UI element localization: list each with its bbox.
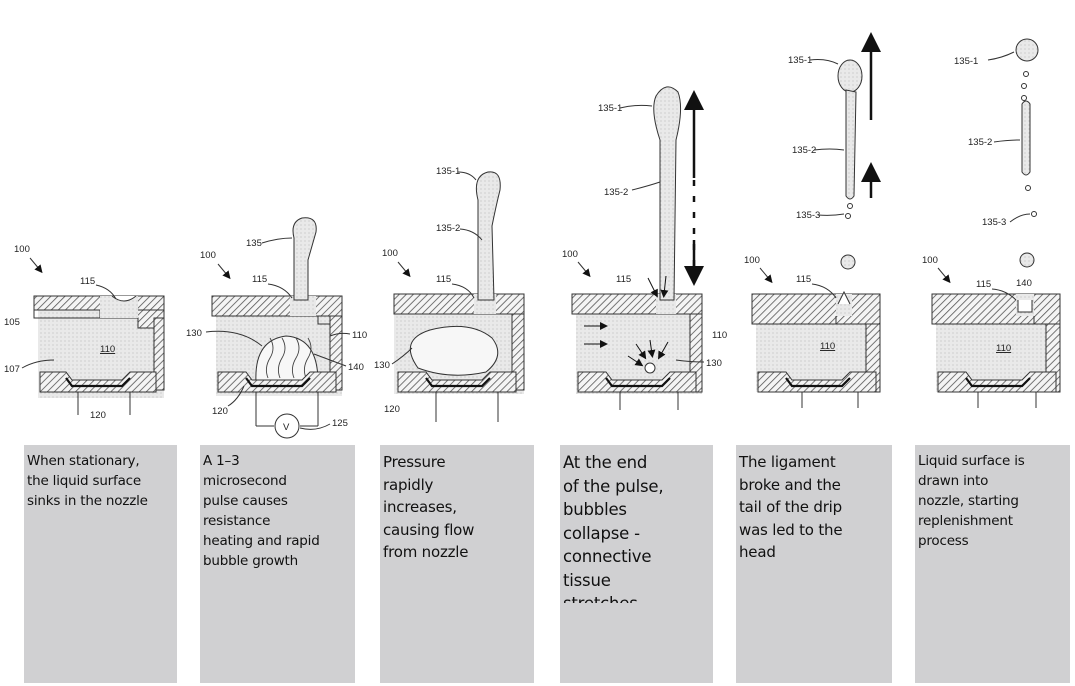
label-chamber: 110 — [996, 343, 1011, 354]
label-satellite: 135-3 — [982, 217, 1006, 228]
label-bubble: 130 — [186, 328, 202, 339]
label-head: 135-1 — [436, 166, 460, 177]
inkjet-droplet-formation-diagram: 100 115 105 107 110 120 V 100 135 115 13… — [4, 32, 1061, 439]
label-wall: 105 — [4, 317, 20, 328]
label-tail: 135-2 — [792, 145, 816, 156]
label-heater: 120 — [384, 404, 400, 415]
label-heater: 120 — [90, 410, 106, 421]
label-tail: 135-2 — [968, 137, 992, 148]
caption-box-4: At the end of the pulse, bubbles collaps… — [560, 445, 713, 683]
label-bubble: 130 — [374, 360, 390, 371]
label-tail: 135-2 — [436, 223, 460, 234]
label-device: 100 — [562, 249, 578, 260]
panel-3-flow-from-nozzle: 100 135-1 135-2 115 130 120 — [374, 166, 525, 422]
label-droplet: 135 — [246, 238, 262, 249]
label-heater: 120 — [212, 406, 228, 417]
caption-box-3: Pressure rapidly increases, causing flow… — [380, 445, 534, 683]
caption-text-4: At the end of the pulse, bubbles collaps… — [563, 453, 664, 603]
label-device: 100 — [382, 248, 398, 259]
caption-text-3: Pressure rapidly increases, causing flow… — [383, 453, 475, 561]
label-meniscus: 115 — [976, 279, 991, 290]
label-device: 100 — [200, 250, 216, 261]
label-meniscus: 115 — [436, 274, 451, 285]
caption-text-1: When stationary, the liquid surface sink… — [27, 453, 148, 509]
label-satellite: 135-3 — [796, 210, 820, 221]
label-device: 100 — [14, 244, 30, 255]
label-vapor: 140 — [348, 362, 364, 373]
panel-1-stationary: 100 115 105 107 110 120 — [4, 244, 165, 421]
label-chamber: 110 — [352, 330, 367, 341]
caption-box-5: The ligament broke and the tail of the d… — [736, 445, 892, 683]
label-chamber: 110 — [712, 330, 727, 341]
label-head: 135-1 — [954, 56, 978, 67]
label-source: 125 — [332, 418, 348, 429]
panel-6-replenishment: 135-1 135-2 135-3 100 115 140 110 — [922, 38, 1061, 408]
label-meniscus: 115 — [80, 276, 95, 287]
panel-5-ligament-break: 135-1 135-2 135-3 100 115 110 — [744, 32, 881, 408]
label-meniscus: 115 — [252, 274, 267, 285]
label-head: 135-1 — [598, 103, 622, 114]
label-device: 100 — [744, 255, 760, 266]
label-meniscus: 115 — [616, 274, 631, 285]
panel-2-bubble-growth: V 100 135 115 130 110 140 120 125 — [186, 217, 367, 439]
label-tail: 135-2 — [604, 187, 628, 198]
caption-text-2: A 1–3 microsecond pulse causes resistanc… — [203, 453, 320, 569]
label-bubble: 130 — [706, 358, 722, 369]
caption-box-2: A 1–3 microsecond pulse causes resistanc… — [200, 445, 355, 683]
caption-text-6: Liquid surface is drawn into nozzle, sta… — [918, 453, 1025, 549]
label-chamber: 110 — [100, 344, 115, 355]
label-chamber: 110 — [820, 341, 835, 352]
label-fluid: 107 — [4, 364, 20, 375]
label-head: 135-1 — [788, 55, 812, 66]
caption-box-6: Liquid surface is drawn into nozzle, sta… — [915, 445, 1070, 683]
label-vapor: 140 — [1016, 278, 1032, 289]
panel-4-bubble-collapse: 100 135-1 135-2 115 110 130 — [562, 86, 727, 410]
label-device: 100 — [922, 255, 938, 266]
label-meter: V — [283, 422, 290, 433]
label-meniscus: 115 — [796, 274, 811, 285]
caption-box-1: When stationary, the liquid surface sink… — [24, 445, 177, 683]
caption-text-5: The ligament broke and the tail of the d… — [739, 453, 843, 561]
